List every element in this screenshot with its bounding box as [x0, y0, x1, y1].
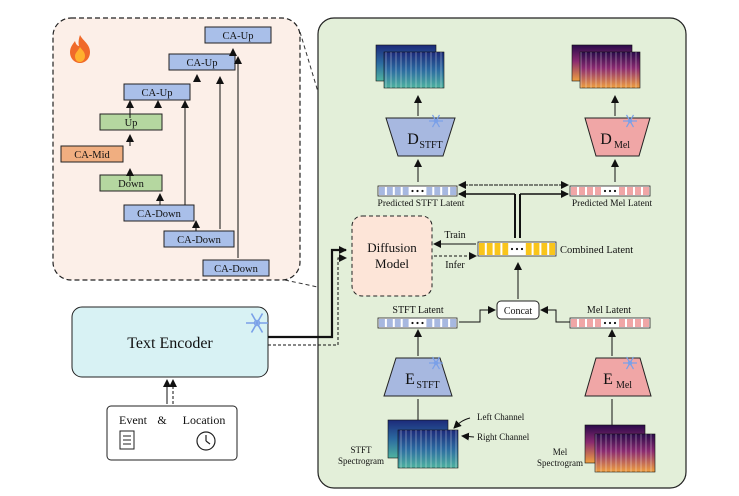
output-stft-spectrogram — [375, 44, 445, 89]
mel-latent — [569, 317, 651, 329]
diffusion-model-block: Diffusion Model — [351, 215, 433, 297]
document-icon — [119, 430, 135, 450]
text-encoder-block: Text Encoder — [71, 306, 269, 378]
text-encoder-label: Text Encoder — [127, 335, 213, 352]
unet-block-ca-down: CA-Down — [202, 259, 270, 277]
predicted-mel-latent-label: Predicted Mel Latent — [572, 199, 653, 209]
snowflake-icon — [429, 114, 443, 128]
predicted-stft-latent-label: Predicted STFT Latent — [378, 199, 465, 209]
decoder-mel-sub: Mel — [614, 140, 630, 151]
output-mel-spectrogram — [571, 44, 641, 89]
unet-block-down: Down — [99, 174, 163, 192]
decoder-stft-main: D — [407, 131, 419, 148]
input-stft-spectrogram — [387, 419, 459, 469]
encoder-stft-sub: STFT — [416, 380, 439, 391]
input-box: Event & Location — [106, 405, 238, 461]
infer-label: Infer — [445, 260, 465, 271]
unet-block-up: Up — [99, 113, 163, 131]
input-mel-spectrogram — [584, 424, 656, 473]
svg-text:CA-Up: CA-Up — [142, 88, 173, 99]
svg-text:Down: Down — [118, 179, 144, 190]
decoder-stft-sub: STFT — [419, 140, 442, 151]
unet-block-ca-up: CA-Up — [168, 53, 236, 71]
svg-text:Up: Up — [125, 118, 138, 129]
unet-block-ca-down: CA-Down — [163, 230, 235, 248]
snowflake-icon — [623, 114, 637, 128]
predicted-stft-latent — [377, 185, 458, 197]
unet-detail-panel: CA-UpCA-UpCA-UpUpCA-MidDownCA-DownCA-Dow… — [52, 17, 301, 281]
mel-spectrogram-label-line2: Spectrogram — [537, 458, 583, 468]
encoder-mel: E Mel — [584, 357, 652, 397]
decoder-mel: D Mel — [584, 117, 651, 157]
location-label: Location — [183, 413, 226, 427]
unet-block-ca-up: CA-Up — [204, 26, 272, 44]
diffusion-label-line1: Diffusion — [367, 240, 417, 255]
svg-text:CA-Down: CA-Down — [177, 235, 221, 246]
diffusion-label-line2: Model — [375, 256, 409, 271]
left-channel-label: Left Channel — [477, 412, 525, 422]
svg-text:CA-Up: CA-Up — [223, 31, 254, 42]
fire-icon — [70, 35, 90, 63]
concat-label: Concat — [504, 306, 533, 317]
predicted-mel-latent — [569, 185, 651, 197]
clock-icon — [196, 431, 216, 451]
combined-latent — [477, 241, 557, 257]
ampersand-label: & — [157, 413, 167, 427]
unet-block-ca-down: CA-Down — [123, 204, 195, 222]
svg-text:CA-Down: CA-Down — [137, 209, 181, 220]
combined-latent-label: Combined Latent — [560, 245, 633, 256]
mel-latent-label: Mel Latent — [587, 305, 631, 316]
encoder-stft: E STFT — [383, 357, 453, 397]
snowflake-icon — [623, 356, 637, 370]
mel-spectrogram-label-line1: Mel — [553, 447, 568, 457]
stft-spectrogram-label-line2: Spectrogram — [338, 456, 384, 466]
train-label: Train — [444, 230, 465, 241]
unet-block-ca-mid: CA-Mid — [60, 145, 124, 163]
svg-text:CA-Mid: CA-Mid — [74, 150, 110, 161]
decoder-stft: D STFT — [385, 117, 456, 157]
svg-text:CA-Up: CA-Up — [187, 58, 218, 69]
unet-block-ca-up: CA-Up — [123, 83, 191, 101]
encoder-mel-main: E — [603, 371, 613, 388]
svg-text:CA-Down: CA-Down — [214, 264, 258, 275]
encoder-mel-sub: Mel — [616, 380, 632, 391]
concat-block: Concat — [496, 300, 540, 320]
stft-latent — [377, 317, 458, 329]
right-channel-label: Right Channel — [477, 432, 530, 442]
stft-spectrogram-label-line1: STFT — [350, 445, 372, 455]
encoder-stft-main: E — [405, 371, 415, 388]
snowflake-icon — [429, 356, 443, 370]
decoder-mel-main: D — [600, 131, 612, 148]
stft-latent-label: STFT Latent — [392, 305, 443, 316]
snowflake-icon — [246, 313, 268, 333]
event-label: Event — [119, 413, 148, 427]
